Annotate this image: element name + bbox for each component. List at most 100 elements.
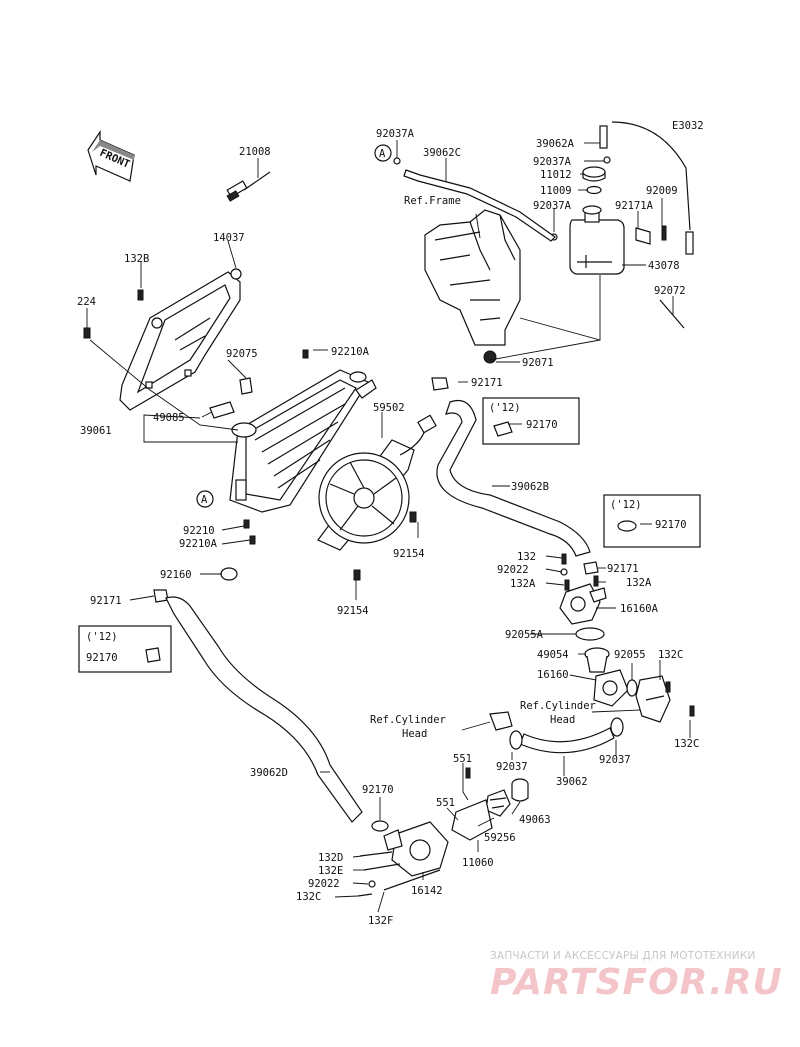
bolt-132c-2	[689, 705, 695, 717]
svg-text:A: A	[379, 148, 386, 160]
callout-12-3: ('12)	[86, 631, 118, 643]
callout-132b: 132B	[124, 253, 149, 265]
ref-cyl-head-left-1: Ref.Cylinder	[370, 714, 446, 726]
oring-92055a	[575, 627, 605, 641]
callout-132d: 132D	[318, 852, 343, 864]
fitting-cylinder-head-right	[635, 675, 671, 723]
callout-59256: 59256	[484, 832, 516, 844]
bolt-132-1	[561, 553, 567, 565]
hose-39062c	[403, 169, 556, 242]
callout-49085: 49085	[153, 412, 185, 424]
clamp-92037-1	[509, 730, 523, 750]
bolt-132a-2	[593, 575, 599, 587]
clamp-92170-4	[371, 820, 389, 832]
svg-text:A: A	[201, 494, 208, 506]
clamp-92170-1	[493, 421, 513, 437]
hose-39062	[519, 727, 615, 754]
callout-11060: 11060	[462, 857, 494, 869]
bolt-92210a-1	[302, 349, 309, 359]
thermostat-housing-16160a	[559, 583, 607, 625]
callout-132c-3: 132C	[296, 891, 321, 903]
oring-92055	[626, 679, 638, 697]
ref-cyl-head-right-1: Ref.Cylinder	[520, 700, 596, 712]
watermark-tagline: ЗАПЧАСТИ И АКСЕССУАРЫ ДЛЯ МОТОТЕХНИКИ	[490, 950, 756, 962]
impeller-59256	[485, 789, 511, 817]
callout-12-2: ('12)	[610, 499, 642, 511]
callout-39062: 39062	[556, 776, 588, 788]
callout-14037: 14037	[213, 232, 245, 244]
callout-224: 224	[77, 296, 96, 308]
callout-39062c: 39062C	[423, 147, 461, 159]
callout-92037a-1: 92037A	[376, 128, 415, 140]
callout-132a-2: 132A	[626, 577, 652, 589]
callout-43078: 43078	[648, 260, 680, 272]
radiator-cap-49085	[209, 401, 235, 419]
washer-92022-2	[368, 880, 376, 888]
reservoir-damper	[635, 227, 651, 245]
callout-92210: 92210	[183, 525, 215, 537]
watermark-logo: PARTSFOR.RU	[490, 962, 783, 1003]
bolt-92210a-2	[249, 535, 256, 545]
callout-132c-1: 132C	[658, 649, 683, 661]
callout-92210a-1: 92210A	[331, 346, 370, 358]
callout-11009: 11009	[540, 185, 572, 197]
water-pump-cover-16142	[383, 821, 449, 877]
callout-551-2: 551	[436, 797, 455, 809]
callout-132e: 132E	[318, 865, 343, 877]
thermostat-case-16160	[593, 669, 629, 707]
callout-92170-2: 92170	[655, 519, 687, 531]
fan-switch-21008	[226, 171, 271, 202]
reservoir-cap	[582, 166, 606, 182]
callout-39062a: 39062A	[536, 138, 575, 150]
callout-92171-2: 92171	[90, 595, 122, 607]
pin-551-1	[465, 767, 471, 779]
bolt-132a-1	[564, 579, 570, 591]
cooling-fan-59502	[317, 414, 437, 551]
hose-39062b	[436, 399, 591, 557]
gasket-11060	[451, 799, 493, 841]
callout-132a-1: 132A	[510, 578, 536, 590]
clamp-92037-2	[610, 717, 624, 737]
radiator-39061	[229, 369, 377, 513]
bolt-132b	[137, 289, 144, 301]
bolt-92154-1	[409, 511, 417, 523]
callout-92037a-2: 92037A	[533, 156, 572, 168]
callout-92170-1: 92170	[526, 419, 558, 431]
callout-92210a-2: 92210A	[179, 538, 218, 550]
clamp-92171-1	[431, 377, 449, 391]
diagram-code: E3032	[672, 120, 704, 132]
callout-92072: 92072	[654, 285, 686, 297]
callout-92171-3: 92171	[607, 563, 639, 575]
callout-92022-2: 92022	[308, 878, 340, 890]
note-box-1	[482, 397, 580, 445]
ref-frame-label: Ref.Frame	[404, 195, 461, 207]
note-box-3	[78, 625, 172, 673]
bolt-132e	[363, 863, 401, 871]
mechanical-seal-49063	[511, 778, 529, 802]
callout-92171a: 92171A	[615, 200, 654, 212]
callout-92171-1: 92171	[471, 377, 503, 389]
callout-92037a-3: 92037A	[533, 200, 572, 212]
callout-551-1: 551	[453, 753, 472, 765]
mount-92075	[239, 377, 253, 395]
callout-92170-4: 92170	[362, 784, 394, 796]
ref-cyl-head-right-2: Head	[550, 714, 575, 726]
radiator-shroud-14037	[119, 268, 242, 411]
callout-92170-3: 92170	[86, 652, 118, 664]
callout-49063: 49063	[519, 814, 551, 826]
callout-39061: 39061	[80, 425, 112, 437]
clamp-small-0	[393, 157, 401, 165]
callout-132f: 132F	[368, 915, 393, 927]
callout-92075: 92075	[226, 348, 258, 360]
callout-92022-1: 92022	[497, 564, 529, 576]
callout-16160: 16160	[537, 669, 569, 681]
clamp-92171-3	[583, 561, 599, 575]
ref-cyl-head-left-2: Head	[402, 728, 427, 740]
bolt-92210	[243, 519, 250, 529]
clamp-92170-2	[617, 520, 637, 532]
callout-49054: 49054	[537, 649, 569, 661]
overflow-hose-line	[611, 121, 691, 231]
callout-16142: 16142	[411, 885, 443, 897]
